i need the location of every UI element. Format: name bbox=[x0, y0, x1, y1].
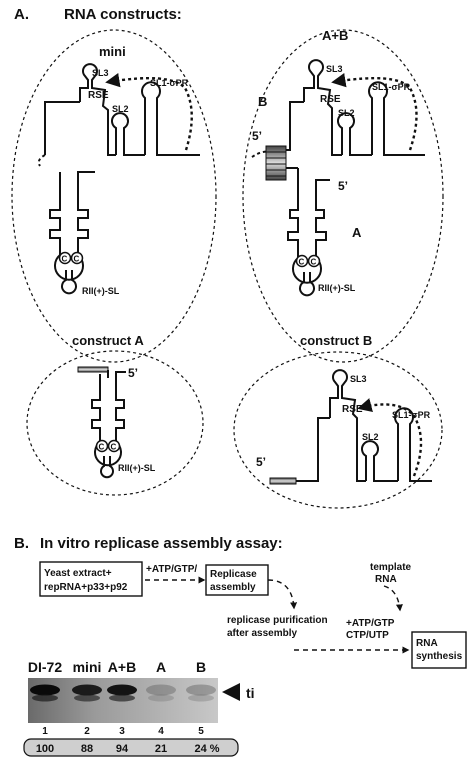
ntp-line2: CTP/UTP bbox=[346, 630, 389, 641]
quant-value-3: 94 bbox=[116, 743, 129, 755]
box-yeast-line1: Yeast extract+ bbox=[44, 568, 112, 579]
band-arrow bbox=[222, 683, 240, 701]
gel-band-4 bbox=[146, 684, 176, 696]
construct-b-five: 5’ bbox=[256, 455, 266, 469]
lane-label-5: B bbox=[196, 659, 206, 675]
mini-title: mini bbox=[99, 44, 126, 59]
box-replicase-assembly bbox=[205, 564, 269, 596]
ab-b-label: B bbox=[258, 94, 267, 109]
lane-label-1: DI-72 bbox=[28, 659, 62, 675]
mini-rii: RII(+)-SL bbox=[82, 286, 120, 296]
box-rna-line2: synthesis bbox=[416, 651, 463, 662]
ab-five-upper: 5’ bbox=[252, 129, 262, 143]
gel-panel: DI-72 mini A+B A B ti 1 2 3 4 5 100 88 94 21 24 % bbox=[23, 659, 255, 757]
ab-boundary bbox=[242, 29, 444, 363]
quant-value-2: 88 bbox=[81, 743, 93, 755]
construct-b-rse: RSE bbox=[342, 404, 363, 415]
mini-sl1: SL1-σPR bbox=[150, 78, 189, 88]
quant-value-5: 24 % bbox=[194, 743, 219, 755]
mini-sl2: SL2 bbox=[112, 104, 129, 114]
gel-band-lower-4 bbox=[148, 694, 174, 702]
assay-flow: Yeast extract+ repRNA+p33+p92 +ATP/GTP/ … bbox=[39, 561, 467, 669]
panel-a-letter: A. bbox=[14, 6, 29, 23]
ab-a-label: A bbox=[352, 225, 362, 240]
construct-b-title: construct B bbox=[300, 333, 372, 348]
gel-band-3 bbox=[107, 684, 137, 696]
gel-band-lower-5 bbox=[188, 694, 214, 702]
ab-sl1: SL1-σPR bbox=[372, 82, 411, 92]
construct-a-c2: C bbox=[111, 443, 117, 452]
lane-label-3: A+B bbox=[108, 659, 136, 675]
mini-c2: C bbox=[74, 255, 80, 264]
construct-b-boundary bbox=[233, 351, 443, 509]
lane-label-4: A bbox=[156, 659, 166, 675]
ab-five-lower: 5’ bbox=[338, 179, 348, 193]
box-rna-synthesis bbox=[411, 631, 467, 669]
lane-number-5: 5 bbox=[198, 726, 204, 737]
ntp-line1: +ATP/GTP bbox=[346, 618, 395, 629]
ab-c1: C bbox=[299, 258, 305, 267]
gel-band-lower-2 bbox=[74, 694, 100, 702]
construct-a-five: 5’ bbox=[128, 366, 138, 380]
ab-rse: RSE bbox=[320, 94, 341, 105]
purification-line1: replicase purification bbox=[227, 615, 328, 626]
box-replicase-line1: Replicase bbox=[210, 569, 257, 580]
panel-b-letter: B. bbox=[14, 535, 29, 552]
quant-bar bbox=[23, 738, 239, 757]
construct-a-boundary bbox=[26, 350, 204, 496]
lane-label-2: mini bbox=[73, 659, 102, 675]
gel-band-lower-3 bbox=[109, 694, 135, 702]
gel-band-5 bbox=[186, 684, 216, 696]
lane-number-1: 1 bbox=[42, 726, 48, 737]
construct-a-c1: C bbox=[99, 443, 105, 452]
mini-rse: RSE bbox=[88, 90, 109, 101]
mini-boundary bbox=[11, 29, 217, 363]
template-line1: template bbox=[370, 562, 412, 573]
construct-b-sl3: SL3 bbox=[350, 374, 367, 384]
box-yeast-extract bbox=[39, 561, 143, 597]
template-line2: RNA bbox=[375, 574, 397, 585]
panel-a-title: RNA constructs: bbox=[64, 6, 182, 23]
lane-number-4: 4 bbox=[158, 726, 164, 737]
construct-a-rii: RII(+)-SL bbox=[118, 463, 156, 473]
construct-a: construct A C C 5’ RII(+)-SL bbox=[26, 333, 204, 496]
box-rna-line1: RNA bbox=[416, 638, 438, 649]
lane-number-3: 3 bbox=[119, 726, 125, 737]
ab-rii: RII(+)-SL bbox=[318, 283, 356, 293]
construct-a-title: construct A bbox=[72, 333, 144, 348]
construct-ab: A+B B A C C 5’ 5’ SL3 RSE SL2 S bbox=[242, 28, 444, 363]
box-yeast-line2: repRNA+p33+p92 bbox=[44, 582, 128, 593]
lane-number-2: 2 bbox=[84, 726, 90, 737]
band-marker-label: ti bbox=[246, 685, 255, 701]
ab-sl3: SL3 bbox=[326, 64, 343, 74]
mini-sl3: SL3 bbox=[92, 68, 109, 78]
ab-title: A+B bbox=[322, 28, 348, 43]
gel-band-1 bbox=[30, 684, 60, 696]
ab-c2: C bbox=[311, 258, 317, 267]
panel-b-title: In vitro replicase assembly assay: bbox=[40, 535, 283, 552]
construct-b-sl2: SL2 bbox=[362, 432, 379, 442]
construct-mini: mini C C SL3 RSE SL2 SL1-σPR RII(+)-SL bbox=[11, 29, 217, 363]
gel-band-2 bbox=[72, 684, 102, 696]
purification-line2: after assembly bbox=[227, 628, 297, 639]
gel-band-lower-1 bbox=[32, 694, 58, 702]
construct-b-sl1: SL1-σPR bbox=[392, 410, 431, 420]
mini-c1: C bbox=[62, 255, 68, 264]
quant-value-4: 21 bbox=[155, 743, 167, 755]
construct-b: construct B 5’ SL3 RSE SL2 SL1-σPR bbox=[233, 333, 443, 509]
arrow1-label: +ATP/GTP/ bbox=[146, 564, 197, 575]
box-replicase-line2: assembly bbox=[210, 582, 256, 593]
ab-sl2: SL2 bbox=[338, 108, 355, 118]
quant-value-1: 100 bbox=[36, 743, 54, 755]
